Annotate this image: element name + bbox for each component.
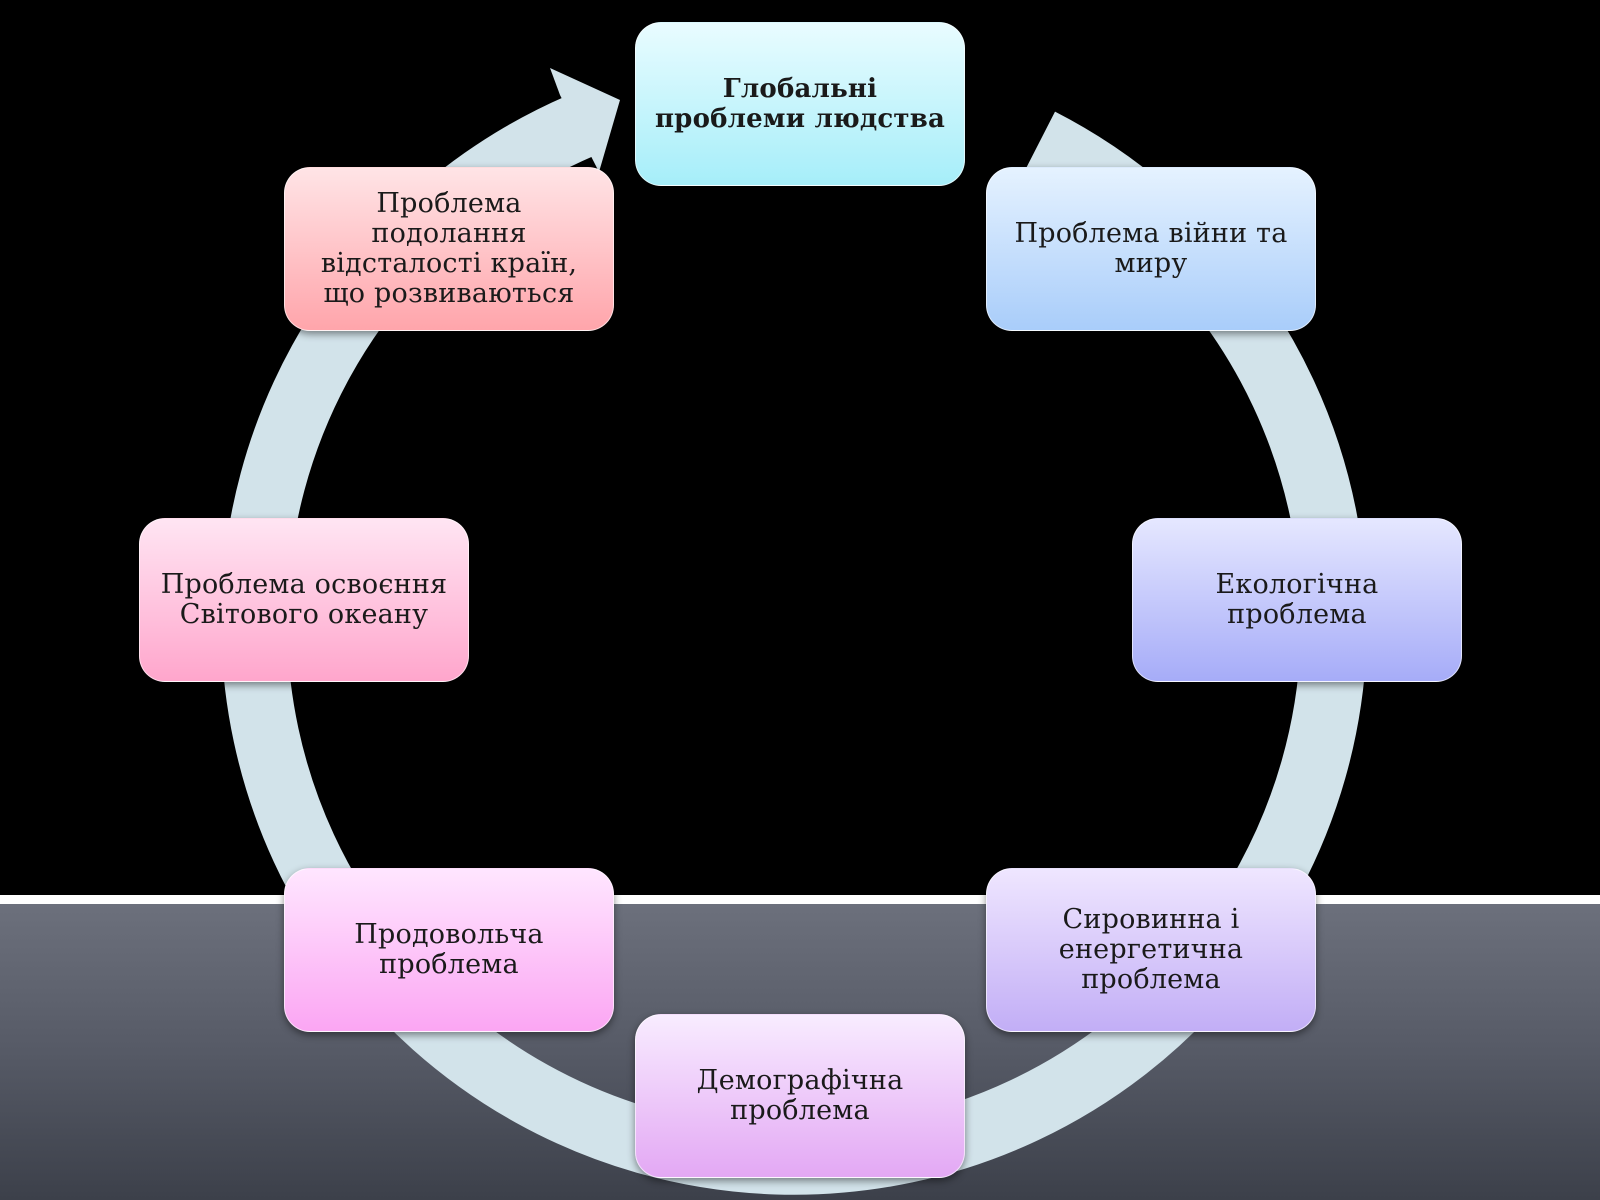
node-global-problems-label: Глобальні проблеми людства [654, 74, 946, 134]
node-raw-materials-energy: Сировинна і енергетична проблема [986, 868, 1316, 1032]
node-war-and-peace: Проблема війни та миру [986, 167, 1316, 331]
node-raw-materials-energy-label: Сировинна і енергетична проблема [1058, 904, 1244, 995]
node-developing-countries: Проблема подолання відсталості країн, що… [284, 167, 614, 331]
node-food-label: Продовольча проблема [354, 919, 544, 980]
node-demographic: Демографічна проблема [635, 1014, 965, 1178]
node-developing-countries-label: Проблема подолання відсталості країн, що… [320, 188, 578, 309]
node-world-ocean-label: Проблема освоєння Світового океану [160, 569, 448, 630]
node-food: Продовольча проблема [284, 868, 614, 1032]
node-world-ocean: Проблема освоєння Світового океану [139, 518, 469, 682]
node-ecological: Екологічна проблема [1132, 518, 1462, 682]
node-war-and-peace-label: Проблема війни та миру [1014, 218, 1288, 279]
node-global-problems: Глобальні проблеми людства [635, 22, 965, 186]
cycle-arrowhead [550, 68, 620, 172]
node-demographic-label: Демографічна проблема [696, 1065, 904, 1126]
node-ecological-label: Екологічна проблема [1215, 569, 1379, 630]
divider-line [0, 895, 1600, 904]
